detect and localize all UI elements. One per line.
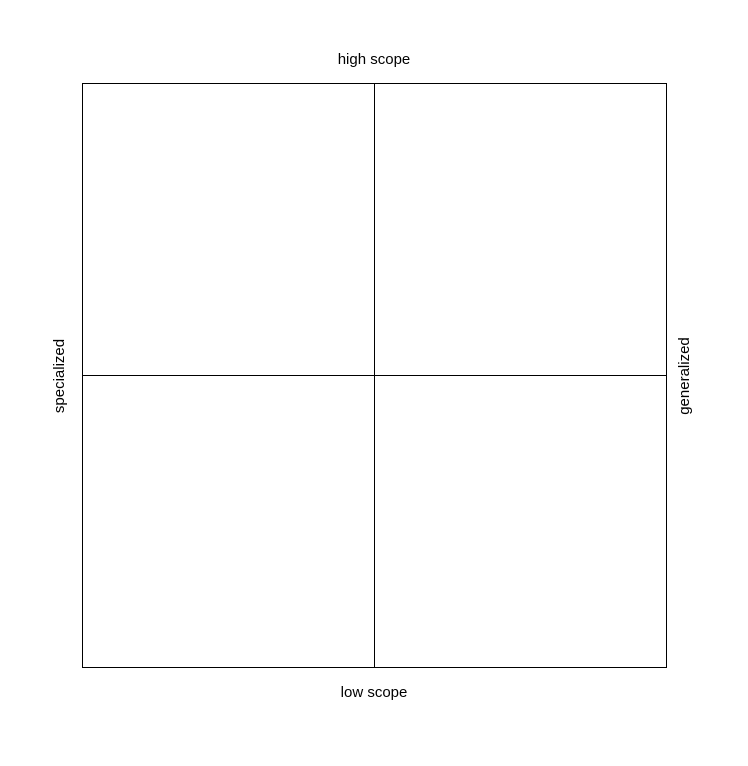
axis-label-bottom: low scope bbox=[340, 684, 408, 701]
quadrant-top-right bbox=[374, 84, 666, 376]
quadrant-bottom-right bbox=[375, 376, 667, 668]
axis-label-left: specialized bbox=[51, 338, 68, 414]
quadrant-grid bbox=[82, 83, 667, 668]
quadrant-top-left bbox=[83, 84, 375, 376]
axis-label-top: high scope bbox=[337, 51, 411, 68]
axis-label-right: generalized bbox=[676, 337, 693, 415]
quadrant-bottom-left bbox=[83, 375, 375, 667]
